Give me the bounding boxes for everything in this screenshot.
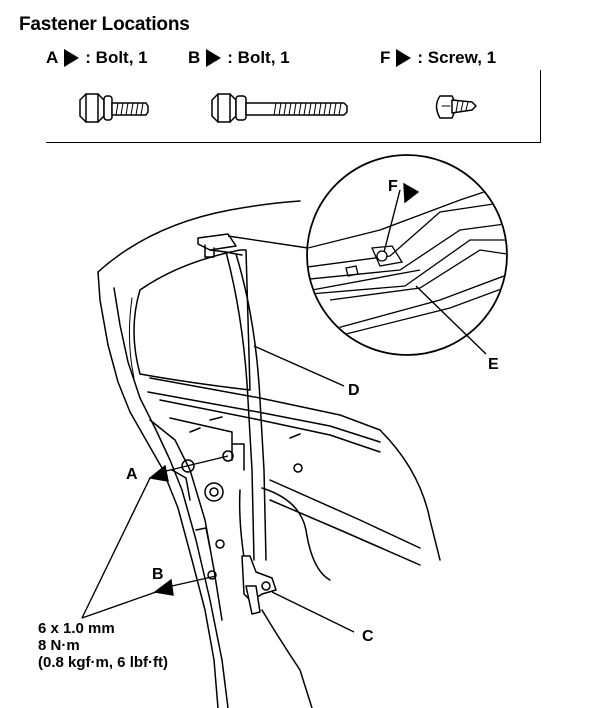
- spec-torque: 8 N·m: [38, 637, 80, 654]
- pan-head-screw-icon: [435, 95, 477, 119]
- legend-item-a: A : Bolt, 1: [46, 48, 148, 68]
- arrow-icon: [396, 49, 412, 67]
- detail-magnifier: [227, 154, 508, 356]
- arrow-icon: [64, 49, 80, 67]
- legend-letter-a: A: [46, 48, 59, 67]
- long-flange-bolt-icon: [211, 93, 348, 123]
- door-outer-sash: [97, 200, 301, 273]
- legend-item-b: B : Bolt, 1: [188, 48, 290, 68]
- callout-e: E: [488, 356, 499, 373]
- spec-size: 6 x 1.0 mm: [38, 620, 115, 637]
- window-opening: [133, 249, 251, 391]
- legend-text-b: : Bolt, 1: [227, 48, 290, 67]
- callout-c: C: [362, 628, 374, 645]
- legend-item-f: F : Screw, 1: [380, 48, 496, 68]
- callout-d: D: [348, 382, 360, 399]
- callout-f: F: [388, 178, 398, 195]
- sash-channel: [209, 249, 255, 561]
- legend-letter-f: F: [380, 48, 391, 67]
- callout-b: B: [152, 566, 164, 583]
- legend-letter-b: B: [188, 48, 201, 67]
- legend-text-f: : Screw, 1: [417, 48, 497, 67]
- legend-text-a: : Bolt, 1: [85, 48, 148, 67]
- spec-alt: (0.8 kgf·m, 6 lbf·ft): [38, 654, 168, 671]
- legend-box: [46, 70, 541, 143]
- torque-spec: 6 x 1.0 mm 8 N·m (0.8 kgf·m, 6 lbf·ft): [38, 620, 168, 671]
- callout-a: A: [126, 466, 138, 483]
- short-flange-bolt-icon: [79, 93, 149, 123]
- page-title: Fastener Locations: [19, 14, 190, 35]
- arrow-icon: [206, 49, 222, 67]
